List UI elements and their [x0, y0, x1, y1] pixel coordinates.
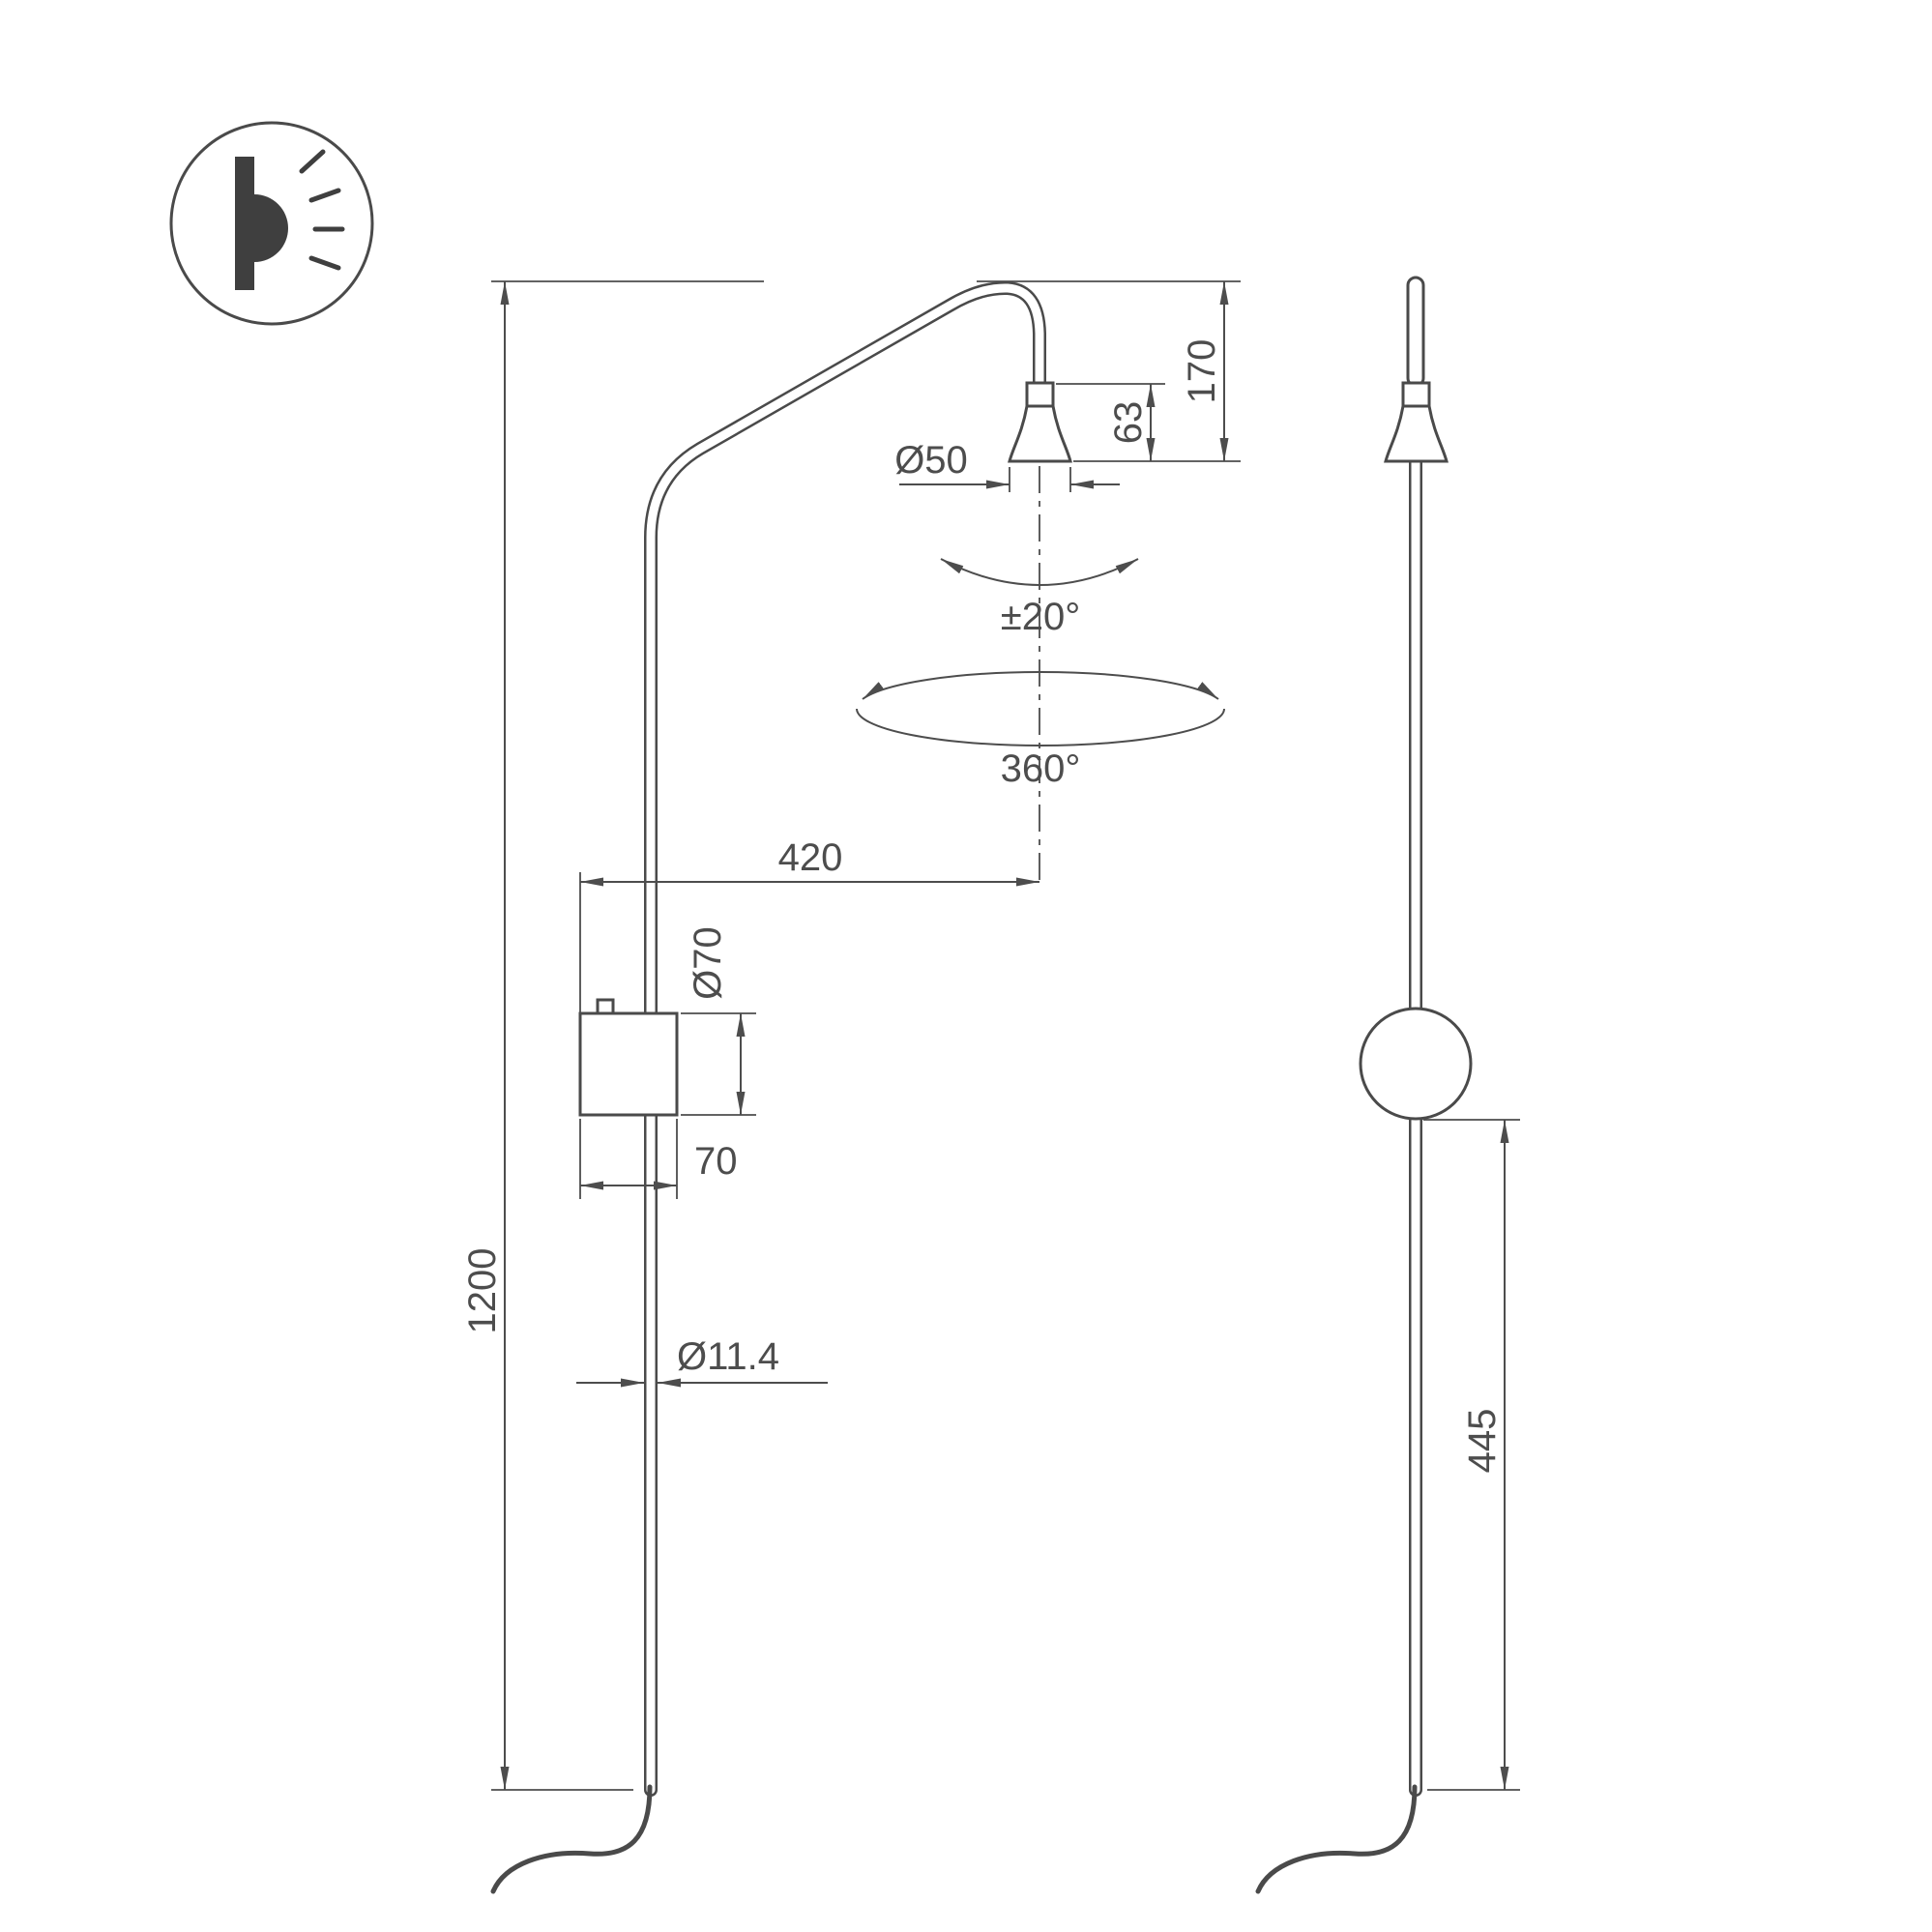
tilt-indicator: ±20° — [940, 558, 1139, 638]
tilt-arc — [940, 558, 1139, 586]
front-lamp-head — [1008, 381, 1072, 463]
dim-445: 445 — [1423, 1119, 1520, 1791]
dim-rotation-label: 360° — [1001, 747, 1081, 790]
dim-70: 70 — [579, 1119, 738, 1199]
front-head-cone — [1008, 404, 1072, 463]
dim-d70: Ø70 — [681, 926, 756, 1116]
front-wall-box — [578, 998, 679, 1117]
icon-wall-bar — [235, 157, 254, 290]
dim-d50-label: Ø50 — [894, 439, 968, 482]
dim-170: 170 — [977, 280, 1241, 462]
front-view: ±20° 360° 170 63 Ø50 — [461, 280, 1241, 1894]
front-pole-and-arm — [644, 280, 1046, 1797]
side-lamp-head — [1384, 381, 1449, 463]
dim-tilt-label: ±20° — [1001, 596, 1080, 638]
side-view: 445 — [1255, 276, 1520, 1894]
dim-70-label: 70 — [694, 1140, 738, 1183]
icon-light-ray — [308, 188, 341, 203]
side-wall-box — [1359, 1007, 1473, 1121]
wall-light-icon — [169, 121, 374, 326]
dim-420: 420 — [579, 836, 1039, 1013]
dim-d50: Ø50 — [894, 439, 1120, 492]
dim-420-label: 420 — [778, 836, 843, 879]
dim-445-label: 445 — [1461, 1409, 1504, 1474]
side-head-cone — [1384, 404, 1449, 463]
dim-1200: 1200 — [461, 280, 764, 1791]
rotation-arrow-left — [862, 670, 1041, 700]
icon-light-ray — [299, 149, 326, 174]
dim-170-label: 170 — [1181, 339, 1223, 404]
rotation-indicator: 360° — [856, 670, 1225, 790]
dim-1200-label: 1200 — [461, 1248, 504, 1334]
side-arm-tip — [1406, 276, 1425, 388]
dim-63-label: 63 — [1107, 401, 1150, 445]
side-power-cable — [1255, 1784, 1418, 1894]
front-box-body — [578, 1011, 679, 1117]
dim-63: 63 — [1056, 383, 1165, 461]
rotation-ellipse-bottom — [856, 708, 1225, 746]
front-box-knob — [596, 998, 615, 1015]
icon-lamp-body — [254, 194, 288, 262]
rotation-arrow-right — [1039, 670, 1219, 700]
dim-d70-label: Ø70 — [687, 926, 729, 1000]
dim-d11-4: Ø11.4 — [576, 1335, 828, 1388]
front-head-collar — [1025, 381, 1055, 408]
icon-light-ray — [308, 255, 341, 271]
front-power-cable — [490, 1784, 653, 1894]
dim-d11-4-label: Ø11.4 — [677, 1335, 779, 1378]
side-head-collar — [1401, 381, 1431, 408]
